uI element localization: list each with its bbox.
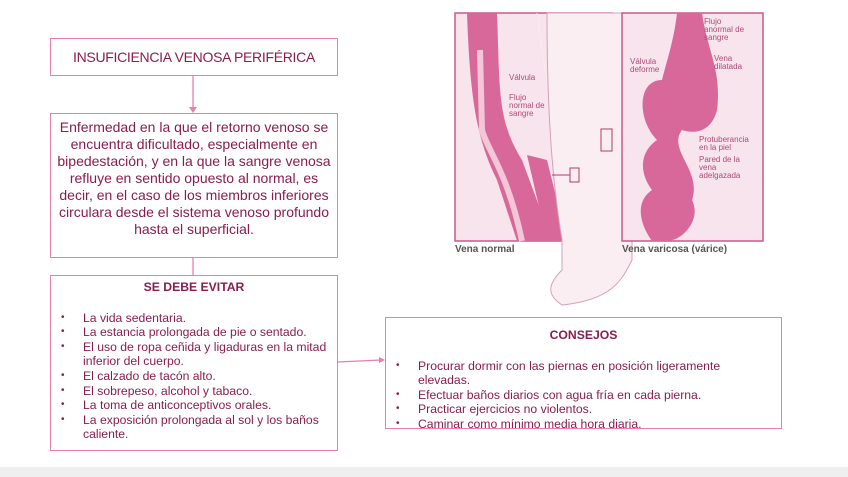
- list-item: La vida sedentaria.: [61, 311, 331, 326]
- tips-box: CONSEJOS Procurar dormir con las piernas…: [385, 317, 782, 432]
- label-abnormal-flow: Flujo anormal de sangre: [704, 17, 745, 42]
- list-item: La toma de anticonceptivos orales.: [61, 398, 331, 413]
- connector-avoid-tips: [337, 359, 382, 363]
- title-box: INSUFICIENCIA VENOSA PERIFÉRICA: [50, 38, 338, 76]
- label-valve: Válvula: [509, 73, 536, 82]
- vein-illustration: Válvula Flujo normal de sangre Flujo ano…: [452, 10, 768, 310]
- list-item: La exposición prolongada al sol y los ba…: [61, 413, 331, 442]
- bottom-bar: [0, 467, 848, 477]
- tips-list: Procurar dormir con las piernas en posic…: [392, 359, 775, 432]
- zoom-marker: [600, 128, 613, 152]
- label-skin-bulge: Protuberancia en la piel: [699, 135, 749, 152]
- page-title: INSUFICIENCIA VENOSA PERIFÉRICA: [73, 49, 315, 65]
- arrowhead: [379, 357, 385, 363]
- tips-heading: CONSEJOS: [549, 328, 618, 342]
- label-dilated-vein: Vena dilatada: [714, 54, 743, 71]
- avoid-box: SE DEBE EVITAR La vida sedentaria. La es…: [50, 275, 338, 451]
- caption-normal-vein: Vena normal: [455, 244, 515, 255]
- arrowhead: [189, 107, 197, 113]
- list-item: Practicar ejercicios no violentos.: [396, 402, 775, 417]
- leg: [546, 12, 633, 306]
- list-item: Procurar dormir con las piernas en posic…: [396, 359, 775, 388]
- caption-varicose-vein: Vena varicosa (várice): [622, 244, 728, 255]
- label-deformed-valve: Válvula deforme: [630, 57, 660, 74]
- definition-box: Enfermedad en la que el retorno venoso s…: [50, 113, 338, 258]
- list-item: El calzado de tacón alto.: [61, 369, 331, 384]
- definition-text: Enfermedad en la que el retorno venoso s…: [57, 119, 331, 237]
- avoid-heading: SE DEBE EVITAR: [143, 280, 245, 294]
- vein-drawing: [454, 12, 764, 306]
- avoid-list: La vida sedentaria. La estancia prolonga…: [57, 311, 331, 442]
- list-item: Efectuar baños diarios con agua fría en …: [396, 388, 775, 403]
- label-normal-flow: Flujo normal de sangre: [509, 93, 545, 118]
- label-thin-wall: Pared de la vena adelgazada: [699, 155, 741, 180]
- list-item: Caminar como mínimo media hora diaria.: [396, 417, 775, 432]
- list-item: El sobrepeso, alcohol y tabaco.: [61, 384, 331, 399]
- normal-vein: [467, 13, 552, 241]
- list-item: La estancia prolongada de pie o sentado.: [61, 325, 331, 340]
- varicose-vein: [640, 13, 719, 241]
- list-item: El uso de ropa ceñida y ligaduras en la …: [61, 340, 331, 369]
